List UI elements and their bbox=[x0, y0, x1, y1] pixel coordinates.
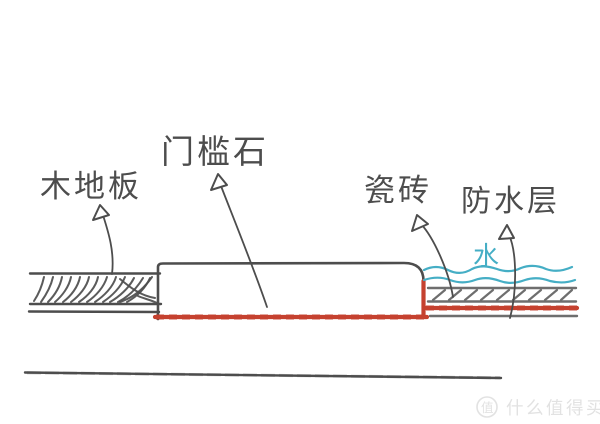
water-wave-2 bbox=[422, 276, 577, 284]
watermark-logo-char: 值 bbox=[481, 400, 494, 415]
wood-floor-arrow-head-icon bbox=[92, 204, 110, 221]
tile-arrow-tail bbox=[420, 223, 454, 298]
threshold-stone-arrow-tail bbox=[220, 185, 268, 308]
threshold-stone bbox=[152, 261, 430, 321]
watermark: 值 什么值得买 bbox=[476, 396, 600, 419]
underlayment-line bbox=[27, 310, 161, 314]
smzdm-logo-icon bbox=[476, 396, 498, 418]
waterproof-arrow-tail bbox=[508, 234, 517, 319]
threshold-stone-outline bbox=[156, 261, 425, 321]
waterproof-arrow-head-icon bbox=[498, 224, 515, 240]
threshold-stone-label: 门槛石 bbox=[161, 132, 269, 171]
watermark-text: 什么值得买 bbox=[506, 399, 600, 419]
leader-arrows bbox=[92, 173, 517, 319]
wood-grain-hatching bbox=[33, 276, 158, 304]
tile-arrow-head-icon bbox=[411, 214, 429, 232]
waterproof-label: 防水层 bbox=[461, 184, 560, 219]
water-wave-1 bbox=[422, 264, 574, 274]
wood-floor-layer bbox=[27, 272, 163, 314]
ground-line bbox=[23, 371, 503, 380]
wood-floor-label: 木地板 bbox=[40, 169, 142, 205]
tile-hatching bbox=[431, 288, 574, 302]
wood-floor-arrow-tail bbox=[101, 211, 114, 275]
threshold-stone-arrow-head-icon bbox=[210, 173, 228, 191]
tile-label: 瓷砖 bbox=[364, 173, 432, 209]
ground-line-texture bbox=[26, 371, 501, 380]
water-label: 水 bbox=[473, 242, 499, 272]
